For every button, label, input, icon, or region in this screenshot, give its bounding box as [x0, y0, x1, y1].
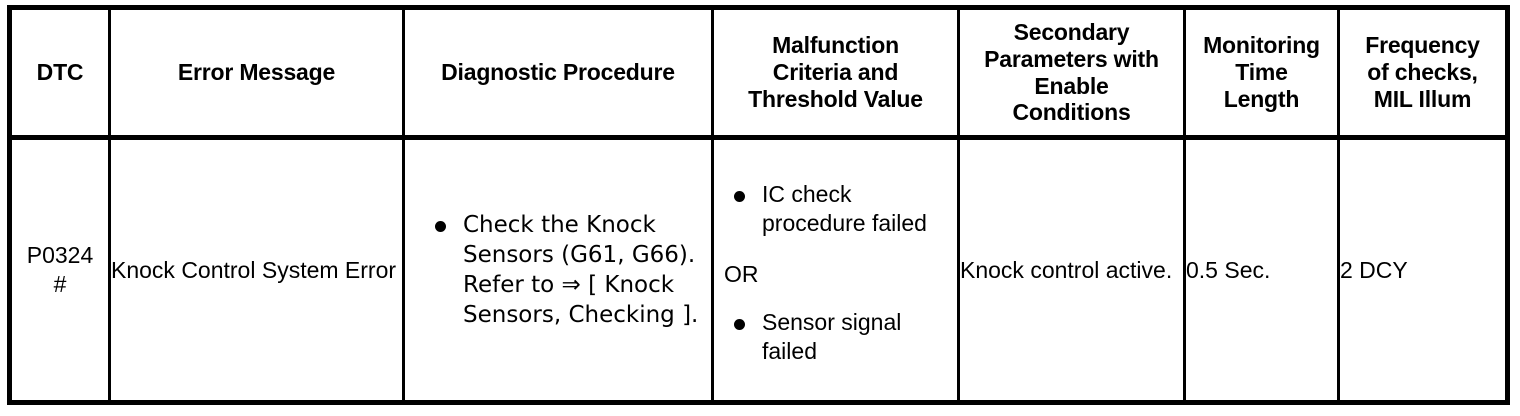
- malfunction-criteria-block: IC check procedure failed OR Sensor sign…: [714, 174, 957, 367]
- frequency-of-checks-value: 2 DCY: [1340, 256, 1408, 283]
- diagnostic-procedure-bullet-text: Check the Knock Sensors (G61, G66). Refe…: [463, 212, 699, 328]
- column-header-frequency-of-checks: Frequency of checks, MIL Illum: [1337, 7, 1509, 140]
- bullet-dot-icon: [734, 319, 745, 331]
- cell-frequency-of-checks: 2 DCY: [1337, 137, 1509, 403]
- column-header-malfunction-criteria-line-1: Malfunction: [772, 32, 899, 59]
- cell-diagnostic-procedure: Check the Knock Sensors (G61, G66). Refe…: [402, 137, 714, 403]
- malfunction-criteria-bullet-text-1: IC check procedure failed: [762, 180, 927, 236]
- dtc-code: P0324: [26, 242, 94, 269]
- dtc-hash-marker: #: [53, 271, 67, 297]
- column-header-frequency-of-checks-line-1: Frequency: [1365, 32, 1480, 59]
- bullet-dot-icon: [435, 221, 446, 233]
- column-header-diagnostic-procedure: Diagnostic Procedure: [402, 7, 714, 140]
- cell-error-message: Knock Control System Error: [108, 137, 405, 403]
- malfunction-criteria-bullet-text-2: Sensor signal failed: [762, 309, 902, 365]
- column-header-secondary-parameters-line-2: Parameters with: [984, 45, 1159, 72]
- column-header-frequency-of-checks-line-2: of checks,: [1367, 59, 1478, 86]
- list-item: Check the Knock Sensors (G61, G66). Refe…: [419, 210, 711, 330]
- column-header-secondary-parameters-line-3: Enable: [1034, 72, 1109, 99]
- cell-dtc: P0324 #: [8, 137, 111, 403]
- column-header-error-message-line-1: Error Message: [177, 59, 336, 86]
- monitoring-time-length-value: 0.5 Sec.: [1186, 256, 1271, 283]
- list-item: Sensor signal failed: [718, 308, 953, 366]
- column-header-monitoring-time: Monitoring Time Length: [1183, 7, 1340, 140]
- cell-secondary-parameters: Knock control active.: [957, 137, 1186, 403]
- column-header-dtc-line-1: DTC: [36, 59, 84, 86]
- dtc-diagnostic-table: DTC Error Message Diagnostic Procedure M…: [7, 5, 1510, 405]
- secondary-parameters-text: Knock control active.: [960, 256, 1173, 283]
- column-header-error-message: Error Message: [108, 7, 405, 140]
- list-item: IC check procedure failed: [718, 180, 953, 238]
- column-header-secondary-parameters-line-4: Conditions: [1012, 99, 1131, 126]
- column-header-monitoring-time-line-1: Monitoring: [1203, 32, 1320, 59]
- malfunction-criteria-second-bullet-list: Sensor signal failed: [718, 308, 953, 366]
- column-header-malfunction-criteria: Malfunction Criteria and Threshold Value: [711, 7, 960, 140]
- diagnostic-procedure-block: Check the Knock Sensors (G61, G66). Refe…: [405, 210, 711, 330]
- column-header-diagnostic-procedure-line-1: Diagnostic Procedure: [441, 59, 675, 86]
- malfunction-criteria-separator: OR: [724, 260, 759, 287]
- column-header-frequency-of-checks-line-3: MIL Illum: [1373, 85, 1472, 112]
- cell-malfunction-criteria: IC check procedure failed OR Sensor sign…: [711, 137, 960, 403]
- table-header: DTC Error Message Diagnostic Procedure M…: [8, 7, 1509, 140]
- malfunction-criteria-first-bullet-list: IC check procedure failed: [718, 180, 953, 238]
- column-header-dtc: DTC: [8, 7, 111, 140]
- error-message-text: Knock Control System Error: [111, 256, 397, 283]
- table-body: P0324 # Knock Control System Error Check…: [8, 137, 1509, 403]
- diagnostic-procedure-bullet-list: Check the Knock Sensors (G61, G66). Refe…: [419, 210, 711, 330]
- dtc-table-container: DTC Error Message Diagnostic Procedure M…: [7, 5, 1510, 405]
- column-header-monitoring-time-line-3: Length: [1223, 85, 1300, 112]
- table-row: P0324 # Knock Control System Error Check…: [8, 137, 1509, 403]
- bullet-dot-icon: [734, 190, 745, 202]
- column-header-malfunction-criteria-line-2: Criteria and: [772, 59, 899, 86]
- column-header-secondary-parameters: Secondary Parameters with Enable Conditi…: [957, 7, 1186, 140]
- column-header-secondary-parameters-line-1: Secondary: [1013, 18, 1130, 45]
- column-header-monitoring-time-line-2: Time: [1235, 59, 1288, 86]
- cell-monitoring-time-length: 0.5 Sec.: [1183, 137, 1340, 403]
- header-row: DTC Error Message Diagnostic Procedure M…: [8, 7, 1509, 140]
- column-header-malfunction-criteria-line-3: Threshold Value: [748, 85, 923, 112]
